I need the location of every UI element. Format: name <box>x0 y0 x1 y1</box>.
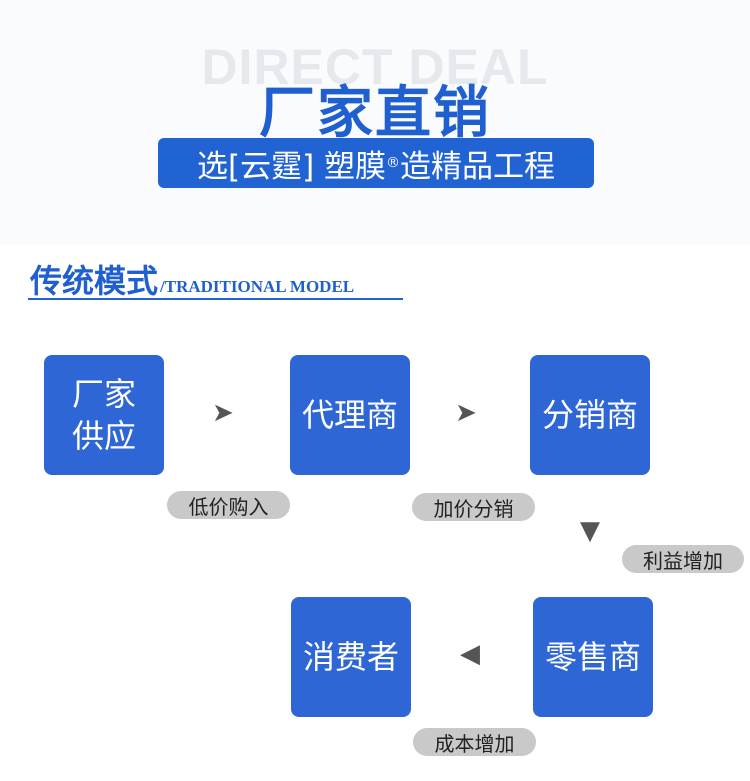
node-factory-line2: 供应 <box>71 417 136 455</box>
subtitle-prefix: 选[云霆] 塑膜 <box>196 148 387 185</box>
node-consumer: 消费者 <box>291 597 411 717</box>
registered-mark: ® <box>386 155 401 171</box>
subtitle-banner: 选[云霆] 塑膜®造精品工程 <box>158 138 594 188</box>
node-distributor-label: 分销商 <box>541 396 638 434</box>
background-watermark-text: DIRECT DEAL <box>201 39 549 95</box>
node-agent-label: 代理商 <box>301 396 398 434</box>
arrow-right-icon: ➤ <box>212 398 234 428</box>
node-factory-line1: 厂家 <box>71 375 136 413</box>
label-profit-increase: 利益增加 <box>622 545 744 573</box>
section-title-en: /TRADITIONAL MODEL <box>160 277 355 296</box>
page-title: 厂家直销 <box>259 81 491 146</box>
node-retailer-label: 零售商 <box>544 638 641 676</box>
node-retailer: 零售商 <box>533 597 653 717</box>
subtitle-suffix: 造精品工程 <box>400 148 556 185</box>
label-low-buy: 低价购入 <box>167 491 290 519</box>
arrow-down-icon: ▼ <box>580 516 600 546</box>
arrow-right-icon: ➤ <box>455 398 477 428</box>
label-markup-distribute: 加价分销 <box>412 493 535 521</box>
header-band <box>0 0 750 245</box>
node-factory: 厂家 供应 <box>44 355 164 475</box>
label-cost-increase: 成本增加 <box>413 728 536 756</box>
section-underline <box>28 298 403 300</box>
section-heading: 传统模式 /TRADITIONAL MODEL <box>30 256 354 302</box>
section-title-cn: 传统模式 <box>30 262 159 300</box>
node-agent: 代理商 <box>290 355 410 475</box>
arrow-left-icon: ◀ <box>460 639 480 669</box>
node-consumer-label: 消费者 <box>302 638 399 676</box>
node-distributor: 分销商 <box>530 355 650 475</box>
